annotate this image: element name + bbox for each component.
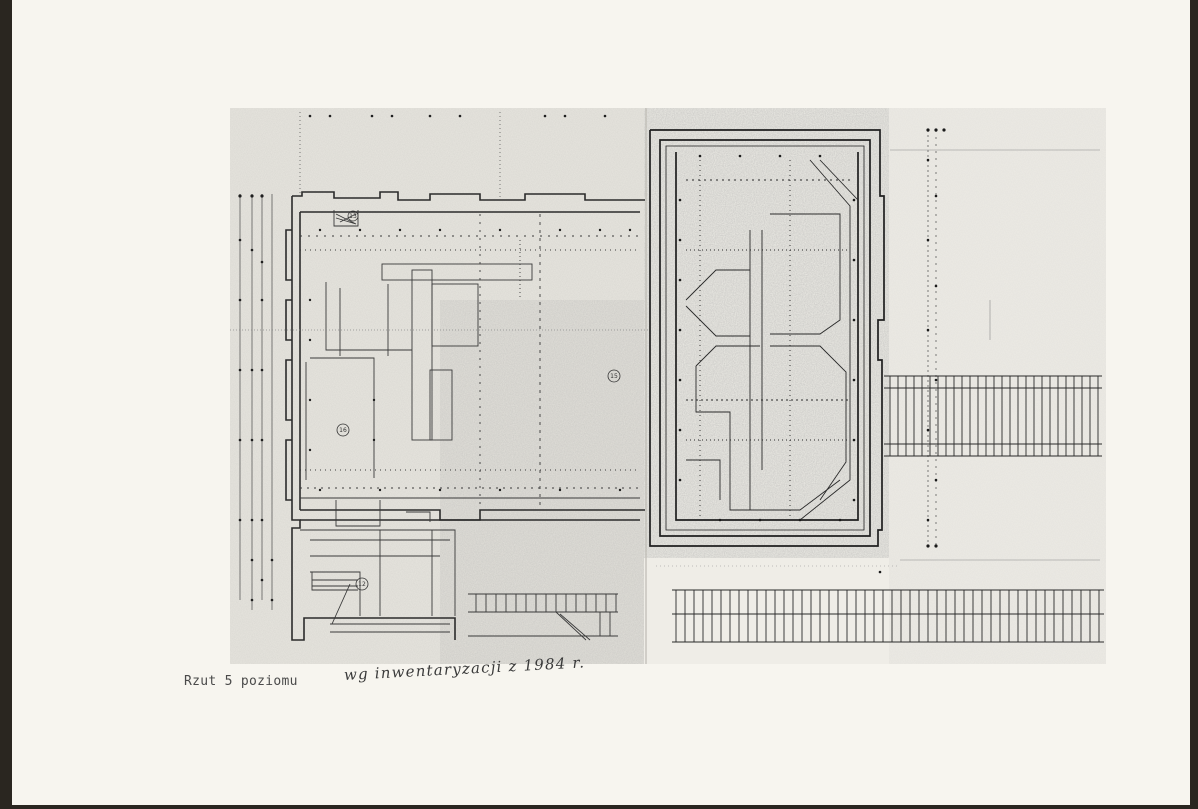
right-wing-walls	[649, 129, 885, 547]
left-wing-walls	[285, 191, 645, 641]
room-mark-16: 16	[336, 423, 350, 437]
svg-text:16: 16	[339, 427, 347, 434]
right-copy-sheet	[644, 108, 1106, 664]
svg-text:15: 15	[610, 373, 618, 380]
svg-text:13: 13	[349, 213, 357, 220]
right-dimension-lines	[656, 149, 1100, 567]
left-copy-sheet	[230, 108, 648, 664]
right-bottom-stair	[672, 589, 1104, 643]
right-bottom-stair-treads	[675, 590, 1100, 642]
left-stair	[330, 593, 618, 641]
left-wing-interior	[300, 210, 640, 625]
right-axis-markers	[878, 128, 946, 574]
right-middle-stair	[884, 375, 1102, 457]
right-column-markers	[678, 154, 856, 522]
room-mark-15: 15	[607, 369, 621, 383]
left-axis-lines	[230, 112, 648, 610]
right-middle-stair-treads	[889, 376, 1099, 456]
caption: Rzut 5 poziomu wg inwentaryzacji z 1984 …	[184, 653, 664, 694]
svg-text:12: 12	[358, 581, 366, 588]
caption-typed-text: Rzut 5 poziomu	[184, 674, 298, 689]
right-wing-interior	[685, 159, 859, 521]
room-mark-12: 12	[355, 577, 369, 591]
room-mark-13: 13	[347, 210, 359, 222]
left-column-markers	[238, 114, 632, 602]
